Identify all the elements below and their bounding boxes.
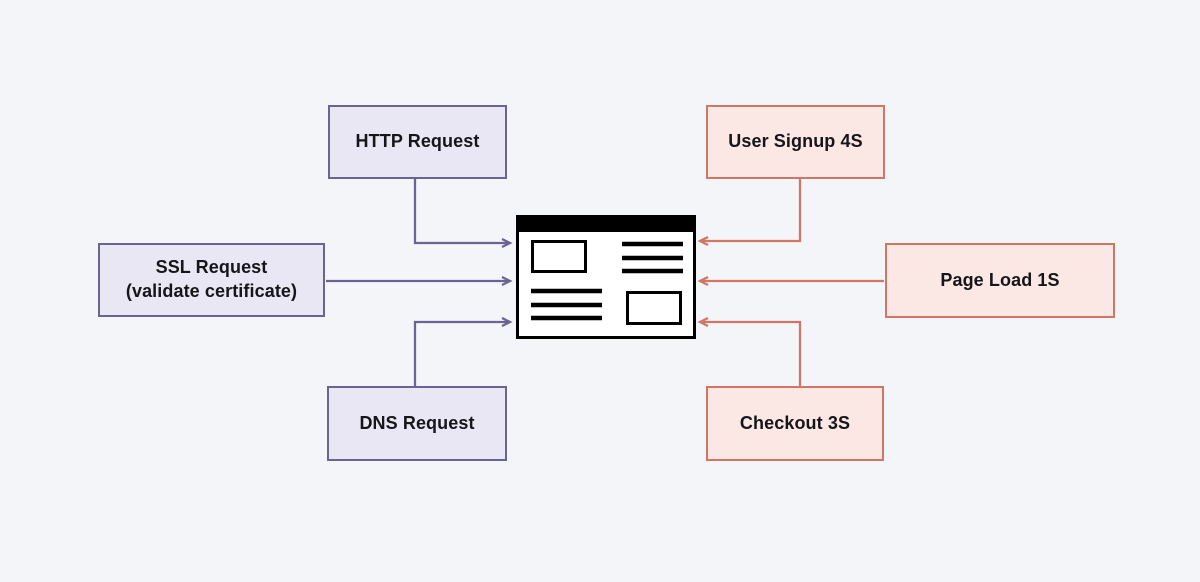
browser-text-line <box>622 241 683 247</box>
node-label: User Signup 4S <box>728 131 863 152</box>
browser-titlebar <box>516 215 696 232</box>
browser-text-line <box>531 302 602 308</box>
browser-content-image-top <box>531 240 587 273</box>
node-http-request: HTTP Request <box>328 105 507 179</box>
node-dns-request: DNS Request <box>327 386 507 461</box>
connector-user-signup <box>697 179 802 247</box>
browser-text-line <box>622 268 683 274</box>
browser-text-line <box>531 288 602 294</box>
node-label: HTTP Request <box>355 131 480 152</box>
node-user-signup: User Signup 4S <box>706 105 885 179</box>
browser-content-image-bottom <box>626 291 682 325</box>
node-ssl-request: SSL Request (validate certificate) <box>98 243 325 317</box>
node-label: DNS Request <box>359 412 475 433</box>
browser-text-line <box>531 315 602 321</box>
node-label: Page Load 1S <box>940 269 1060 290</box>
node-checkout: Checkout 3S <box>706 386 884 461</box>
browser-window-icon <box>516 215 696 339</box>
connector-dns-request <box>413 316 513 386</box>
connector-http-request <box>413 179 513 249</box>
node-page-load: Page Load 1S <box>885 243 1115 318</box>
node-label: Checkout 3S <box>739 412 851 433</box>
browser-text-line <box>622 255 683 261</box>
node-label: SSL Request (validate certificate) <box>125 257 298 301</box>
connector-checkout <box>697 316 802 386</box>
